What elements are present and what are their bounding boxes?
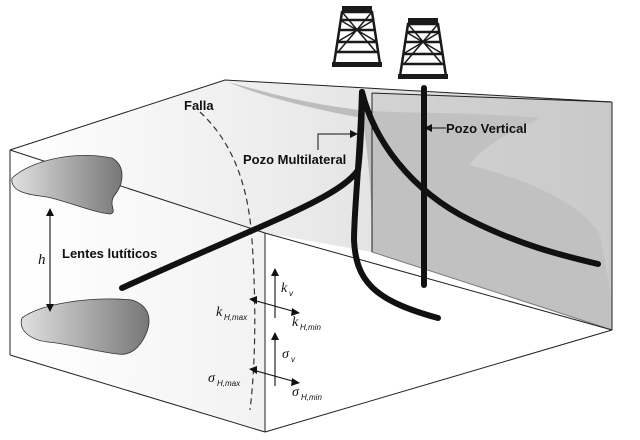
shale-lens-upper bbox=[11, 155, 123, 215]
block-front-face bbox=[10, 150, 265, 432]
kh-min-symbol: k bbox=[292, 315, 299, 330]
shale-lenses-label: Lentes lutíticos bbox=[62, 246, 157, 261]
multilateral-well bbox=[119, 89, 601, 321]
kh-max-subscript: H,max bbox=[224, 313, 248, 322]
reservoir-right-face bbox=[372, 93, 612, 330]
sigma-v-subscript: v bbox=[291, 355, 296, 364]
sigma-h-min-symbol: σ bbox=[292, 385, 300, 400]
kh-min-subscript: H,min bbox=[300, 323, 321, 332]
sigma-h-max-subscript: H,max bbox=[217, 379, 241, 388]
kv-subscript: v bbox=[289, 289, 294, 298]
vertical-well-label: Pozo Vertical bbox=[446, 121, 527, 136]
stress-axes bbox=[249, 332, 300, 386]
kv-symbol: k bbox=[281, 281, 288, 296]
sigma-v-symbol: σ bbox=[282, 347, 290, 362]
drilling-rig-icon bbox=[332, 6, 382, 67]
kh-max-symbol: k bbox=[216, 305, 223, 320]
sigma-h-max-symbol: σ bbox=[208, 371, 216, 386]
drilling-rig-icon bbox=[398, 18, 448, 79]
fault-label: Falla bbox=[184, 98, 214, 113]
shale-lens-lower bbox=[20, 298, 150, 355]
thickness-label: h bbox=[38, 252, 46, 268]
permeability-axes bbox=[249, 268, 300, 318]
fault-line bbox=[199, 111, 256, 411]
multilateral-well-label: Pozo Multilateral bbox=[243, 152, 346, 167]
multilateral-leader bbox=[317, 133, 356, 150]
sigma-h-min-subscript: H,min bbox=[301, 393, 322, 402]
